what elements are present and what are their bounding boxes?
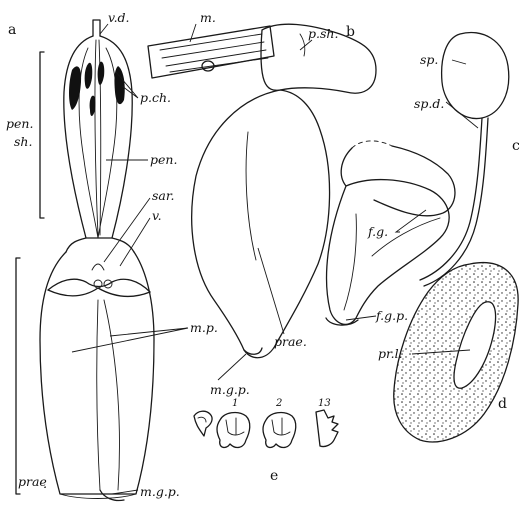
label-m: m.: [200, 10, 216, 25]
panel-label-d: d: [498, 396, 507, 412]
label-vd: v.d.: [108, 10, 130, 25]
panel-label-e: e: [270, 468, 278, 484]
label-pen-sh-1: pen.: [6, 116, 33, 131]
label-spd: sp.d.: [414, 96, 444, 111]
tooth-number-1: 1: [232, 398, 238, 409]
label-mgp-a: m.g.p.: [140, 484, 180, 499]
label-prl: pr.l.: [378, 346, 403, 361]
tooth-0: [194, 411, 212, 436]
chitin-plate-right: [114, 66, 124, 104]
label-prae-b: prae.: [274, 334, 307, 349]
label-prae-a: praeฺ: [18, 474, 47, 489]
panel-label-a: a: [8, 22, 16, 38]
label-mp: m.p.: [190, 320, 218, 335]
panel-label-b: b: [346, 24, 355, 40]
label-sp: sp.: [420, 52, 438, 67]
label-v: v.: [152, 208, 162, 223]
figure-d: [394, 263, 518, 442]
bracket-prae: [16, 258, 20, 494]
label-pch: p.ch.: [140, 90, 171, 105]
tooth-2: [263, 413, 296, 448]
label-fg: f.g.: [367, 224, 388, 239]
label-pen: pen.: [150, 152, 177, 167]
tooth-13: [316, 410, 338, 447]
label-psh: p.sh.: [308, 26, 338, 41]
tooth-1: [217, 413, 250, 448]
figure-e: [194, 410, 338, 447]
label-sar: sar.: [152, 188, 174, 203]
bracket-pen-sh: [40, 52, 44, 218]
label-pen-sh-2: sh.: [14, 134, 32, 149]
label-mgp-b: m.g.p.: [210, 382, 250, 397]
figure-b: [148, 24, 376, 358]
tooth-number-13: 13: [318, 398, 331, 409]
tooth-number-2: 2: [275, 398, 282, 409]
label-fgp: f.g.p.: [375, 308, 408, 323]
panel-label-c: c: [512, 138, 520, 154]
